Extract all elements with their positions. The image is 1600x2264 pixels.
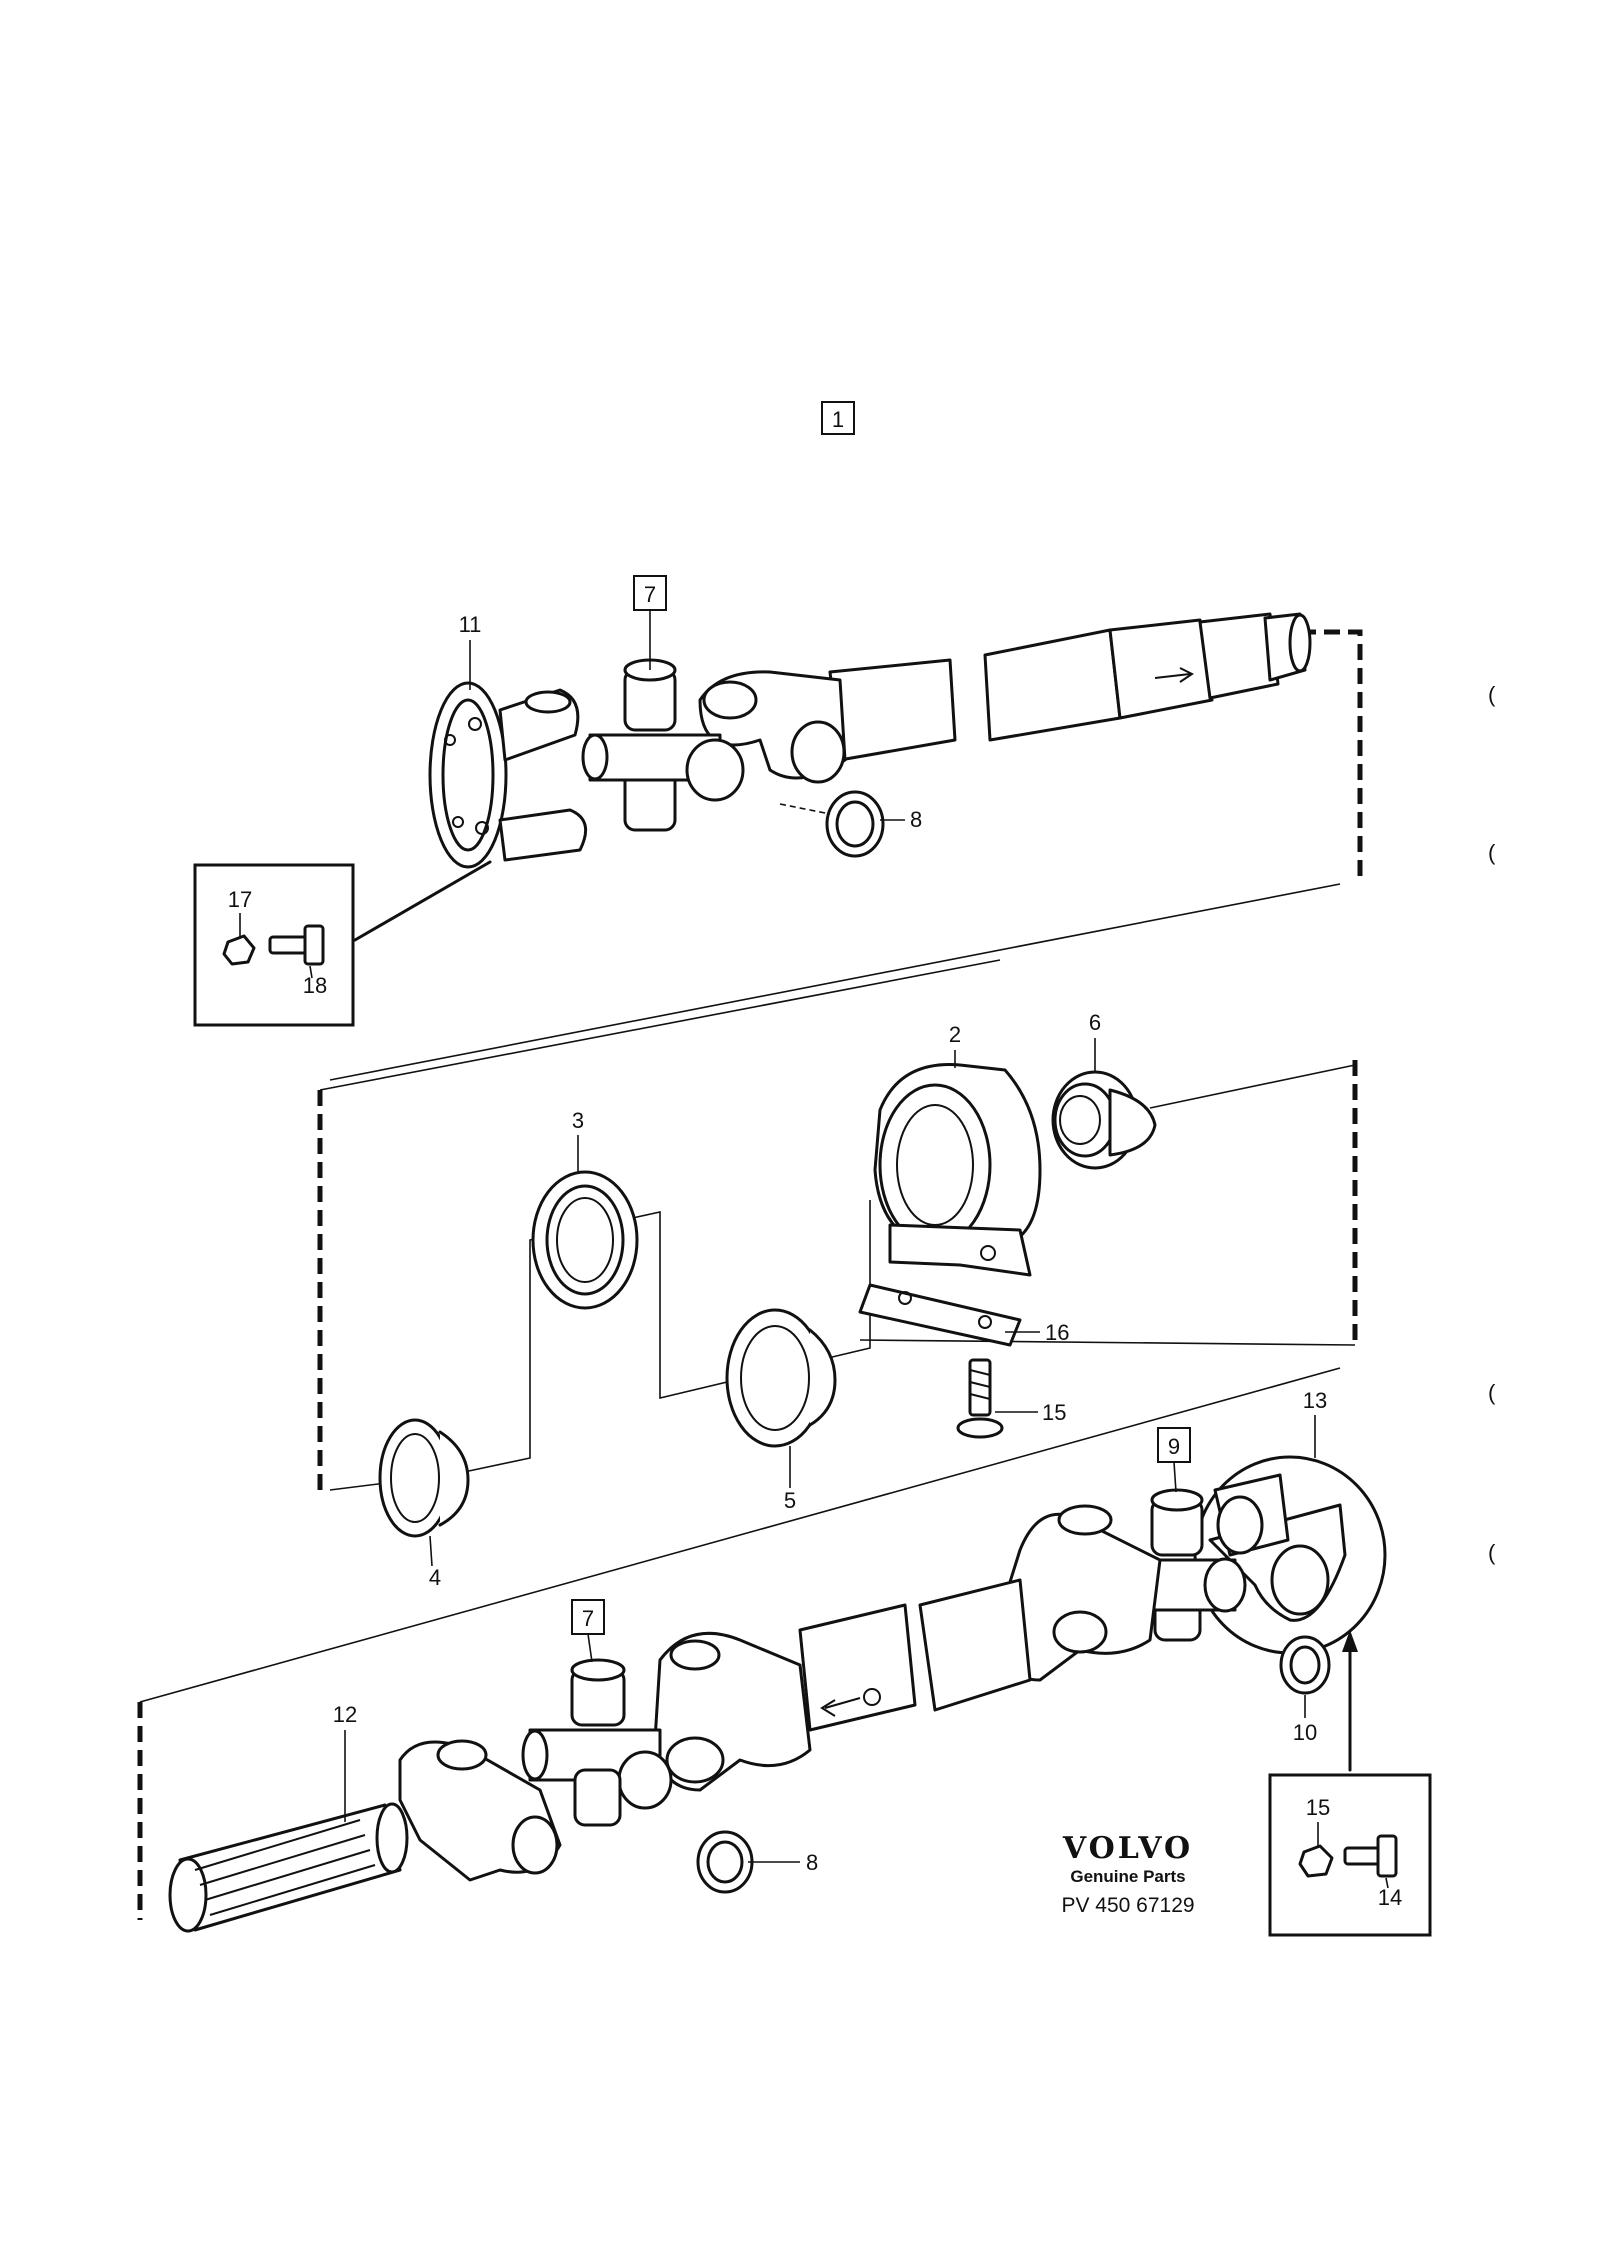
callout-7-upper: 7: [633, 575, 667, 611]
center-bearing-assembly: 2 6 3 16 15 5 4: [317, 959, 1358, 1590]
sealing-ring: [725, 1308, 837, 1448]
front-yoke-and-cross: [521, 1631, 812, 1827]
margin-marks: ( ( ( (: [1488, 682, 1496, 1565]
callout-6: 6: [1089, 1010, 1101, 1035]
bolt-kit-box-upper: 17 18: [193, 863, 355, 1027]
callout-15-middle: 15: [1042, 1400, 1066, 1425]
brand-block: VOLVO Genuine Parts PV 450 67129: [1061, 1831, 1194, 1917]
flange-bolt: [956, 1358, 1004, 1439]
nut-icon: [222, 934, 256, 966]
propeller-shaft-tube: [828, 612, 1312, 762]
callout-16: 16: [1045, 1320, 1069, 1345]
brand-tagline: Genuine Parts: [1070, 1867, 1185, 1886]
bolt-head-icon: [1376, 1834, 1398, 1878]
drawing-code: PV 450 67129: [1061, 1894, 1194, 1917]
mounting-plate: [858, 1283, 1022, 1347]
group-tag-1: 1: [821, 401, 855, 435]
slip-yoke: [698, 670, 847, 784]
universal-joint-cross-upper: [581, 658, 745, 832]
margin-mark: (: [1488, 1540, 1496, 1565]
group-tag-1-label: 1: [832, 407, 844, 432]
callout-11: 11: [459, 612, 482, 637]
rear-shaft-tube: [798, 1504, 1162, 1732]
ball-bearing: [531, 1170, 639, 1310]
circlip-lower: [696, 1830, 754, 1894]
circlip-upper: [825, 790, 885, 858]
callout-5: 5: [784, 1488, 796, 1513]
upper-shaft-assembly: 11 7 8 17 18: [193, 575, 1363, 1081]
margin-mark: (: [1488, 682, 1496, 707]
callout-10: 10: [1293, 1720, 1317, 1745]
callout-8-lower: 8: [806, 1850, 818, 1875]
splined-slip-yoke: [168, 1739, 562, 1933]
seal-ring-small: [378, 1418, 470, 1538]
svg-text:9: 9: [1168, 1434, 1180, 1459]
callout-7-lower: 7: [571, 1599, 605, 1635]
margin-mark: (: [1488, 1380, 1496, 1405]
brand-logo: VOLVO: [1062, 1831, 1193, 1866]
svg-text:7: 7: [582, 1606, 594, 1631]
svg-text:7: 7: [644, 582, 656, 607]
arrow-up-icon: [1342, 1630, 1358, 1652]
circlip-rear: [1279, 1635, 1331, 1695]
nut-icon: [1298, 1844, 1334, 1878]
callout-12: 12: [333, 1702, 357, 1727]
dust-cover: [1051, 1070, 1157, 1170]
flange-yoke: [428, 681, 588, 869]
margin-mark: (: [1488, 840, 1496, 865]
callout-9: 9: [1157, 1427, 1191, 1463]
callout-2: 2: [949, 1022, 961, 1047]
callout-17: 17: [228, 887, 252, 912]
bolt-head-icon: [303, 924, 325, 966]
center-bearing-support: [873, 1063, 1042, 1277]
callout-3: 3: [572, 1108, 584, 1133]
callout-14: 14: [1378, 1885, 1402, 1910]
universal-joint-cross-rear: [1128, 1488, 1247, 1642]
callout-8-upper: 8: [910, 807, 922, 832]
callout-18: 18: [303, 973, 327, 998]
callout-4: 4: [429, 1565, 441, 1590]
bolt-kit-box-lower: 15 14: [1268, 1773, 1432, 1937]
companion-flange: [1193, 1455, 1387, 1655]
callout-13: 13: [1303, 1388, 1327, 1413]
lower-shaft-assembly: 13 9 7 12 8 10 15 14: [137, 1367, 1432, 1937]
callout-15-lower: 15: [1306, 1795, 1330, 1820]
